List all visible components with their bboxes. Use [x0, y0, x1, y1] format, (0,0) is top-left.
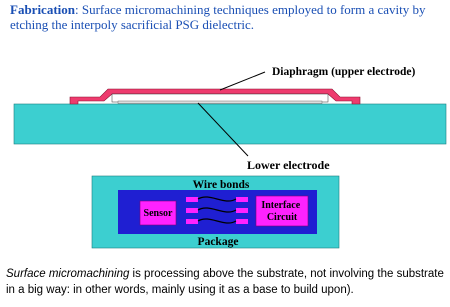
wire-bond: [197, 218, 237, 224]
bond-pad: [236, 208, 248, 213]
lower-electrode-label: Lower electrode: [247, 158, 330, 172]
diaphragm-leader-line: [219, 71, 266, 91]
bond-pad: [186, 208, 198, 213]
footer-italic-prefix: Surface micromachining: [6, 268, 130, 280]
header-caption: Fabrication: Surface micromachining tech…: [10, 2, 440, 32]
wire-bond: [197, 196, 237, 202]
interface-circuit-chip: [255, 195, 309, 227]
header-text: : Surface micromachining techniques empl…: [10, 2, 426, 32]
lower-electrode: [117, 100, 323, 104]
interface-circuit-label: Interface Circuit: [261, 200, 302, 223]
package-label: Package: [198, 236, 239, 248]
lower-electrode-leader-line: [197, 102, 249, 157]
wire-bonds-label: Wire bonds: [193, 179, 250, 191]
bond-pad: [236, 219, 248, 224]
sensor-chip: [139, 200, 177, 226]
diaphragm-label: Diaphragm (upper electrode): [272, 66, 415, 78]
substrate: [13, 103, 447, 145]
header-bold-prefix: Fabrication: [10, 2, 75, 17]
wire-bond: [197, 207, 237, 213]
bond-pad: [236, 197, 248, 202]
diaphragm: [69, 88, 361, 105]
sensor-label: Sensor: [144, 208, 173, 219]
bond-pad: [186, 197, 198, 202]
interface-circuit-label-line1: Interface: [261, 200, 300, 211]
footer-caption: Surface micromachining is processing abo…: [6, 266, 450, 298]
footer-text: is processing above the substrate, not i…: [6, 268, 444, 296]
bond-pad: [186, 219, 198, 224]
interface-circuit-label-line2: Circuit: [267, 212, 298, 223]
